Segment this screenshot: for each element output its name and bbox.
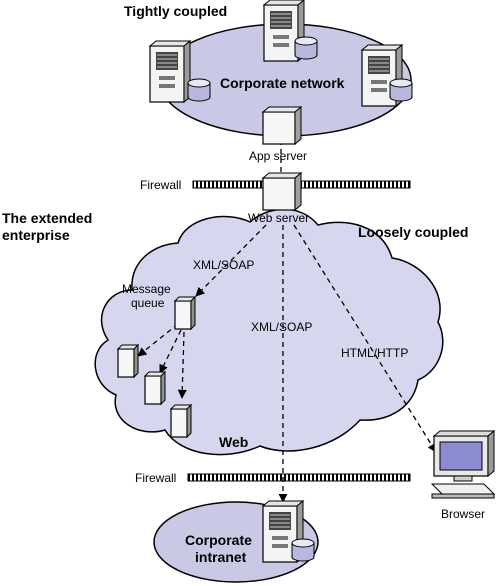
loosely-coupled-label: Loosely coupled: [358, 224, 468, 240]
web-server-label: Web server: [248, 211, 309, 225]
corporate-intranet-label-line1: Corporate: [185, 532, 252, 548]
firewall-bottom-label: Firewall: [135, 471, 176, 485]
server-icon-left: [149, 40, 191, 103]
message-queue-label-line2: queue: [131, 296, 165, 310]
browser-label: Browser: [441, 507, 485, 521]
database-icon-right: [389, 78, 413, 102]
queue-to-node3-arrow: [177, 331, 187, 399]
app-server-icon: [262, 106, 302, 145]
intranet-database-icon: [291, 538, 315, 562]
web-label: Web: [219, 434, 248, 450]
queue-node-icon-1: [117, 344, 139, 378]
queue-to-node2-arrow: [159, 329, 182, 374]
tightly-coupled-label: Tightly coupled: [124, 3, 227, 19]
corporate-intranet-label-line2: intranet: [195, 549, 247, 565]
xml-soap-to-queue-arrow: [195, 224, 267, 297]
app-server-label: App server: [249, 149, 307, 163]
extended-enterprise-label-line2: enterprise: [2, 227, 70, 243]
xml-soap-upper-label: XML/SOAP: [193, 258, 254, 272]
corporate-network-label: Corporate network: [220, 75, 345, 91]
database-icon-left: [187, 78, 211, 102]
browser-computer-icon: [430, 429, 496, 499]
queue-node-icon-2: [144, 371, 166, 405]
web-server-icon: [262, 172, 302, 211]
firewall-bottom-bar: [187, 473, 411, 482]
extended-enterprise-label-line1: The extended: [2, 210, 92, 226]
firewall-top-label: Firewall: [140, 178, 181, 192]
message-queue-icon: [174, 296, 196, 330]
xml-soap-center-label: XML/SOAP: [251, 320, 312, 334]
message-queue-label-line1: Message: [122, 282, 171, 296]
queue-node-icon-3: [170, 404, 192, 438]
html-http-label: HTML/HTTP: [341, 346, 408, 360]
database-icon-top: [294, 36, 318, 60]
